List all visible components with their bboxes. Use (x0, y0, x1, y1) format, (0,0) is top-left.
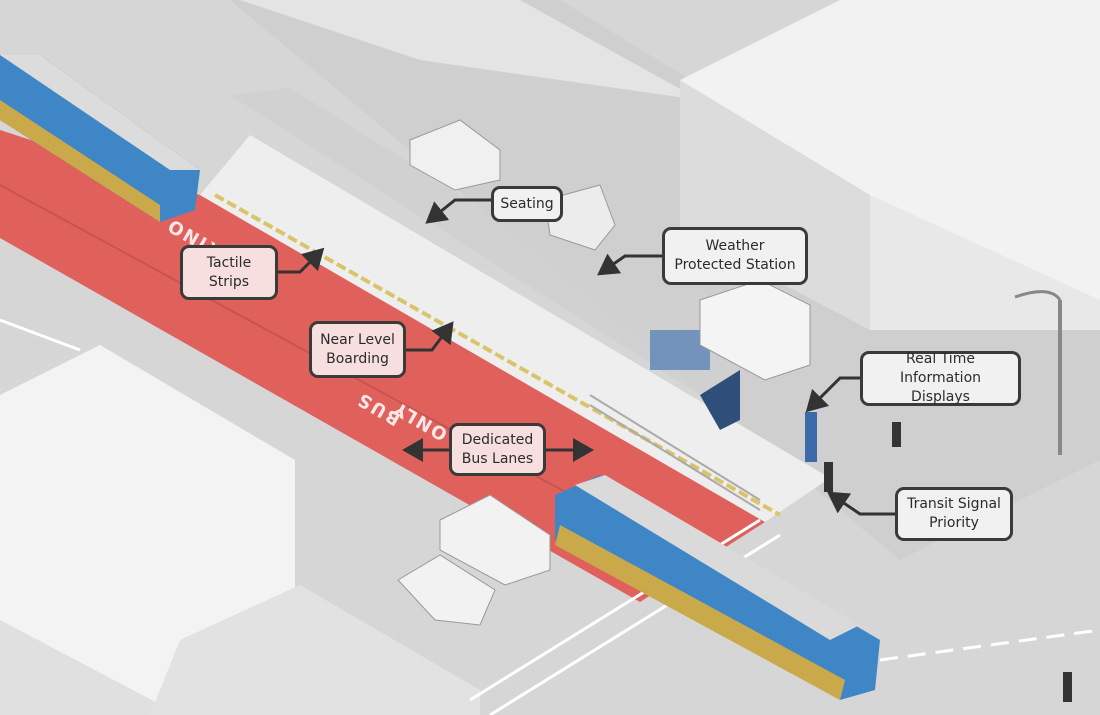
station-platform (200, 135, 830, 522)
building-side (680, 80, 870, 330)
callout-dedicated-bus-lanes: Dedicated Bus Lanes (449, 423, 546, 476)
callout-near-level-boarding: Near Level Boarding (309, 321, 406, 378)
shelter-panel (700, 370, 740, 430)
traffic-signal (824, 462, 833, 492)
car (397, 554, 496, 626)
callout-transit-signal-priority: Transit Signal Priority (895, 487, 1013, 541)
callout-real-time-information-displays: Real Time Information Displays (860, 351, 1021, 406)
traffic-signal (892, 422, 901, 447)
building (680, 0, 1100, 300)
traffic-signal (1063, 672, 1072, 702)
car (409, 119, 501, 191)
building (150, 585, 480, 715)
callout-tactile-strips: Tactile Strips (180, 245, 278, 300)
car (439, 494, 551, 586)
bus (555, 475, 880, 700)
building (240, 0, 700, 100)
building-side (870, 195, 1100, 330)
bus (0, 55, 200, 222)
tactile-strip (214, 193, 781, 517)
shelter-roof (230, 88, 740, 395)
callout-arrows (277, 198, 896, 516)
callout-weather-protected-station: Weather Protected Station (662, 227, 808, 285)
real-time-display (805, 412, 817, 462)
callout-seating: Seating (491, 186, 563, 222)
